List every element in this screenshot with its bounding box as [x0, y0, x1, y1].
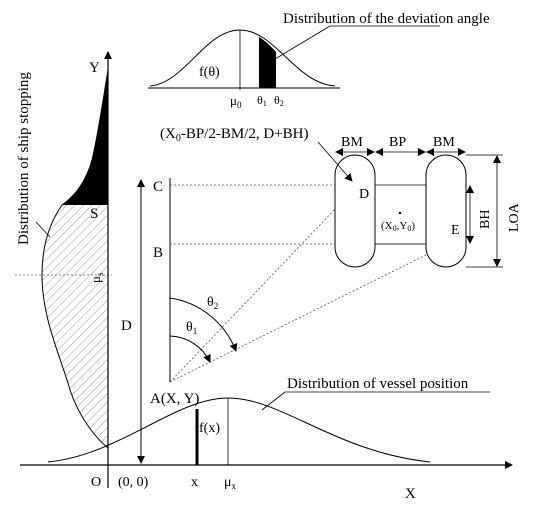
mu-s-label: μs [88, 272, 105, 283]
a-to-d-line [169, 184, 359, 383]
x-axis-label: X [405, 486, 416, 502]
loa-label: LOA [507, 202, 522, 232]
d-point-label: D [359, 187, 369, 202]
ship-group: (X0,Y0) D E BM BP BM BH LOA (X0-BP/2-BM/… [160, 126, 522, 268]
y-axis-label: Y [89, 60, 100, 76]
bh-label: BH [478, 210, 493, 229]
theta1-arc [169, 335, 211, 363]
bm-left-label: BM [341, 135, 363, 150]
o-label: O [91, 475, 101, 490]
deviation-angle-distribution: f(θ) μ0 θ1 θ2 Distribution of the deviat… [148, 11, 490, 110]
ship-stop-title: Distribution of ship stopping [16, 72, 32, 245]
origin-label: (0, 0) [118, 475, 149, 490]
deviation-shaded-area [259, 37, 276, 88]
stopping-black-area [62, 70, 108, 205]
theta2-arc [169, 297, 238, 352]
ship-stopping-distribution: Distribution of ship stopping [15, 69, 112, 449]
vessel-title: Distribution of vessel position [287, 376, 469, 392]
ship-right [425, 154, 467, 268]
geometry: D θ2 θ1 C B A(X, Y) [121, 178, 462, 464]
e-point-label: E [451, 223, 460, 238]
s-label: S [90, 206, 98, 222]
vessel-position-distribution: f(x) x μx Distribution of vessel positio… [47, 376, 490, 491]
stopping-curve [41, 69, 109, 449]
deviation-curve [149, 29, 336, 87]
deviation-title-leader [269, 25, 331, 63]
stopping-title-leader [35, 221, 51, 238]
stopping-hatched-area [42, 205, 108, 448]
vessel-title-leader [261, 391, 286, 411]
c-label: C [153, 179, 163, 195]
theta1-angle-label: θ1 [186, 320, 197, 336]
theta2-label: θ2 [274, 93, 284, 108]
theta2-angle-label: θ2 [207, 295, 218, 311]
theta1-label: θ1 [257, 93, 267, 108]
f-x-label: f(x) [199, 421, 220, 436]
bm-right-label: BM [433, 135, 455, 150]
axes: Y X S μs O (0, 0) [20, 51, 513, 502]
mu0-label: μ0 [230, 93, 242, 110]
ship-left [334, 154, 376, 268]
deviation-title: Distribution of the deviation angle [283, 11, 490, 27]
point-formula-label: (X0-BP/2-BM/2, D+BH) [160, 126, 308, 144]
a-to-e-line [169, 243, 449, 383]
point-formula-leader [317, 141, 353, 182]
center-point-dot [398, 211, 402, 215]
bp-label: BP [389, 135, 406, 150]
mu-x-label: μx [224, 475, 237, 491]
d-dimension-label: D [121, 318, 132, 334]
center-point-label: (X0,Y0) [381, 220, 415, 233]
x-label: x [191, 475, 198, 490]
a-label: A(X, Y) [150, 391, 199, 407]
b-label: B [153, 245, 163, 261]
f-theta-label: f(θ) [199, 65, 220, 80]
